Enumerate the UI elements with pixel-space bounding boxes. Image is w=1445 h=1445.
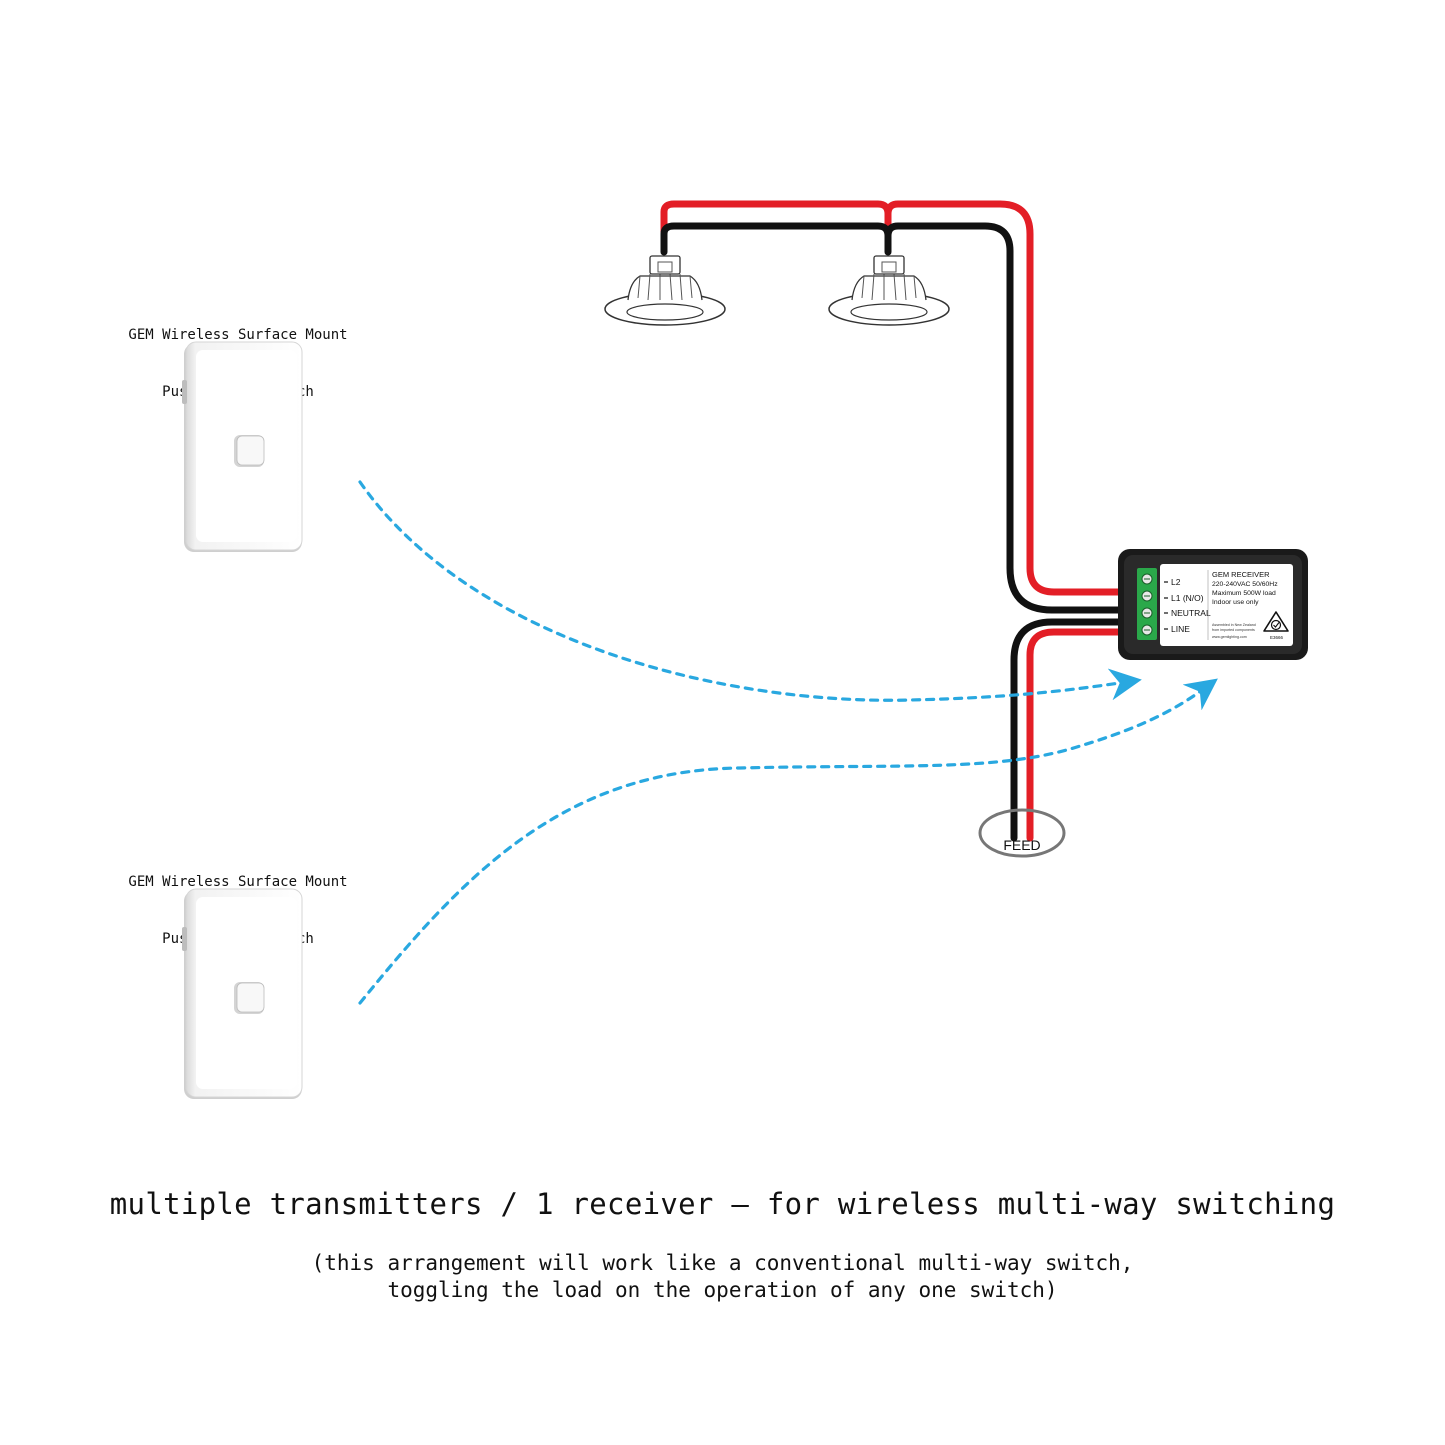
wireless-signals	[358, 480, 1218, 1005]
light-wiring	[660, 200, 1124, 614]
terminal-l2: L2	[1171, 577, 1181, 587]
terminal-block	[1137, 568, 1157, 640]
receiver-title: GEM RECEIVER	[1212, 570, 1270, 579]
receiver-fine-2: from imported components	[1212, 628, 1255, 632]
diagram-note-line1: (this arrangement will work like a conve…	[311, 1251, 1134, 1275]
signal-path-2	[358, 678, 1218, 1005]
switch-2-label-line1: GEM Wireless Surface Mount	[128, 874, 348, 890]
receiver-spec-3: Indoor use only	[1212, 599, 1259, 606]
signal-path-1	[358, 480, 1142, 702]
terminal-neutral: NEUTRAL	[1171, 608, 1211, 618]
downlight-1	[604, 255, 726, 326]
downlight-2	[828, 255, 950, 326]
diagram-note: (this arrangement will work like a conve…	[0, 1250, 1445, 1304]
active-wire-lights	[660, 200, 1124, 596]
rcm-mark-icon	[1263, 611, 1289, 632]
receiver-spec-2: Maximum 500W load	[1212, 590, 1276, 597]
receiver-code: E3666	[1270, 635, 1284, 640]
diagram-caption: multiple transmitters / 1 receiver – for…	[109, 1187, 1336, 1221]
receiver-fine-1: Assembled in New Zealand	[1212, 623, 1256, 627]
receiver-fine-3: www.gemlighting.com	[1212, 635, 1247, 639]
receiver-label-panel	[1160, 564, 1293, 646]
gem-receiver: L2 L1 (N/O) NEUTRAL LINE GEM RECEIVER 22…	[1118, 549, 1308, 660]
switch-1-label-line1: GEM Wireless Surface Mount	[128, 327, 348, 343]
wireless-switch-2	[182, 888, 303, 1099]
feed-neutral-wire	[1010, 618, 1124, 842]
push-button-icon	[234, 982, 265, 1014]
feed-wiring	[1010, 618, 1124, 842]
switched-wire-lights	[660, 222, 1124, 614]
feed-label: FEED	[1003, 837, 1040, 853]
feed-point: FEED	[978, 808, 1066, 858]
diagram-note-line2: toggling the load on the operation of an…	[387, 1278, 1058, 1302]
wireless-switch-1	[182, 341, 303, 552]
feed-active-wire	[1026, 628, 1124, 842]
push-button-icon	[234, 435, 265, 467]
terminal-line: LINE	[1171, 624, 1190, 634]
receiver-spec-1: 220-240VAC 50/60Hz	[1212, 581, 1278, 588]
terminal-l1: L1 (N/O)	[1171, 593, 1204, 603]
